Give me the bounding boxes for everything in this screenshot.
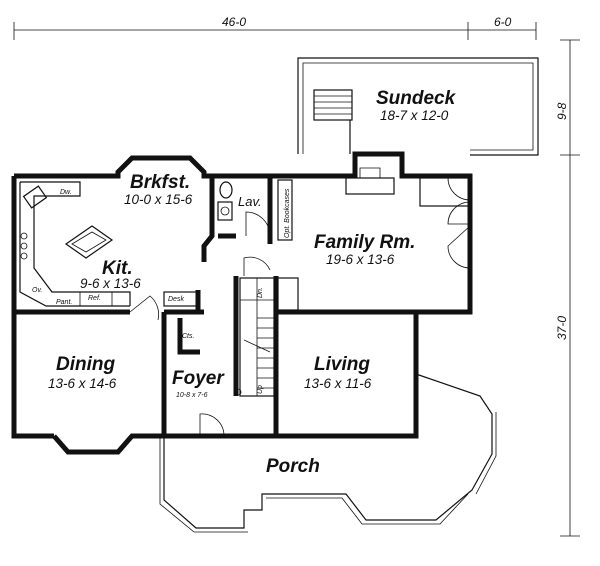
room-name-sundeck: Sundeck bbox=[376, 88, 457, 109]
room-name-dining: Dining bbox=[56, 354, 115, 375]
room-size-foyer: 10-8 x 7-6 bbox=[176, 392, 208, 399]
sundeck-outline bbox=[297, 57, 539, 156]
label-ref: Ref. bbox=[88, 295, 101, 302]
room-size-brkfst: 10-0 x 15-6 bbox=[124, 192, 193, 207]
lav-door-swing bbox=[245, 211, 271, 237]
family-room-closet bbox=[277, 277, 299, 311]
label-desk: Desk bbox=[168, 296, 184, 303]
room-name-porch: Porch bbox=[266, 456, 320, 477]
porch-outline bbox=[159, 373, 497, 533]
label-opt-bookcases: Opt. Bookcases bbox=[284, 188, 291, 238]
room-name-family: Family Rm. bbox=[314, 232, 415, 253]
room-size-family: 19-6 x 13-6 bbox=[326, 252, 395, 267]
interior-walls bbox=[14, 176, 470, 436]
stair-door-swing bbox=[243, 256, 271, 276]
room-size-kitchen: 9-6 x 13-6 bbox=[80, 276, 141, 291]
opt-bookcases bbox=[277, 179, 293, 241]
room-size-dining: 13-6 x 14-6 bbox=[48, 376, 117, 391]
lav-fixtures bbox=[217, 181, 233, 221]
dimension-right-deck: 9-8 bbox=[555, 102, 569, 120]
exterior-walls bbox=[11, 151, 473, 455]
label-dw: Dw. bbox=[60, 189, 72, 196]
dimension-top-main: 46-0 bbox=[222, 15, 246, 29]
label-up: Up bbox=[257, 385, 264, 394]
dimension-lines bbox=[13, 22, 580, 537]
room-size-living: 13-6 x 11-6 bbox=[304, 376, 372, 391]
stairs bbox=[234, 277, 275, 397]
dimension-right-main: 37-0 bbox=[555, 316, 569, 340]
front-door-swing bbox=[199, 413, 225, 437]
label-lav: Lav. bbox=[238, 194, 262, 209]
desk bbox=[163, 291, 199, 307]
room-name-kitchen: Kit. bbox=[102, 258, 133, 279]
family-room-doors bbox=[419, 177, 471, 269]
kitchen-door-swing bbox=[129, 295, 159, 321]
label-cts: Cts. bbox=[182, 333, 195, 340]
room-name-living: Living bbox=[314, 354, 370, 375]
room-name-brkfst: Brkfst. bbox=[130, 172, 190, 193]
label-ov: Ov. bbox=[32, 287, 42, 294]
label-pant: Pant. bbox=[56, 299, 72, 306]
dimension-top-deck: 6-0 bbox=[494, 15, 512, 29]
room-size-sundeck: 18-7 x 12-0 bbox=[380, 108, 449, 123]
room-name-foyer: Foyer bbox=[172, 368, 225, 389]
label-dn: Dn. bbox=[257, 287, 264, 298]
fireplace bbox=[345, 167, 395, 195]
windows bbox=[13, 175, 471, 437]
kitchen-counters bbox=[19, 181, 131, 307]
